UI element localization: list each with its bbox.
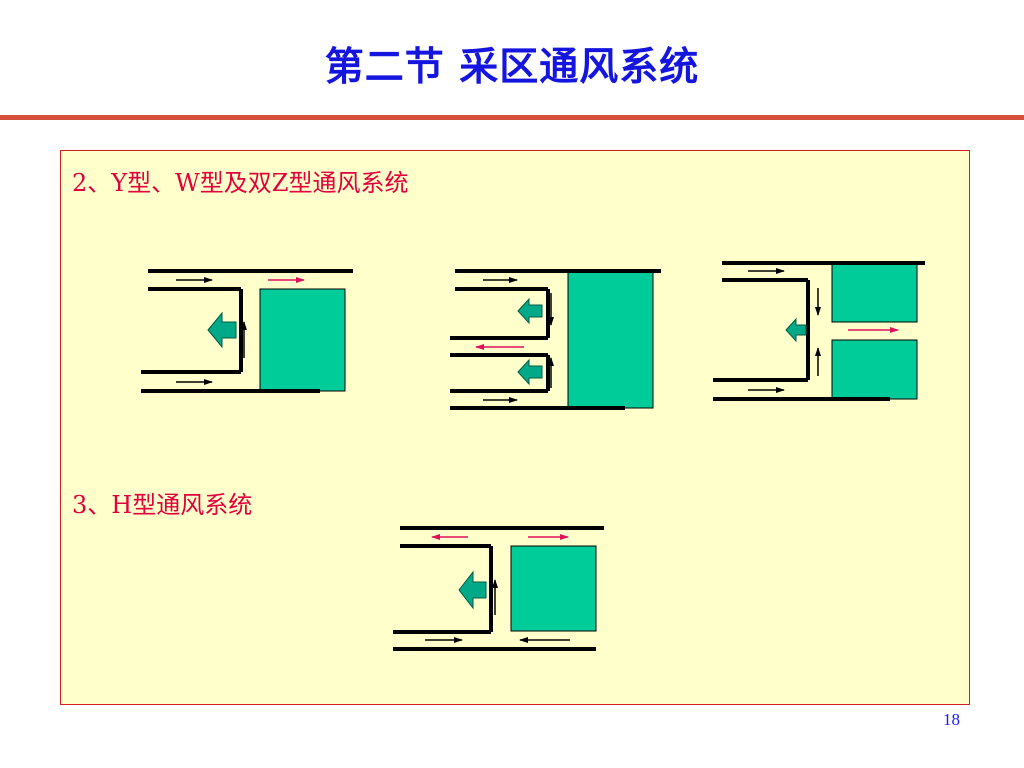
heading-y-w-double-z: 2、Y型、W型及双Z型通风系统 [72, 169, 409, 197]
goaf-block [259, 288, 346, 392]
diagram-double-z-type [713, 261, 925, 401]
block-arrow-icon [517, 297, 543, 325]
block-arrow-icon [517, 358, 543, 386]
block-arrow-icon [785, 317, 807, 343]
goaf-block [567, 271, 654, 409]
slide-title: 第二节 采区通风系统 [324, 45, 700, 90]
diagram-y-type [141, 269, 353, 393]
goaf-block [831, 262, 918, 323]
goaf-block [831, 339, 918, 400]
title-rule [0, 115, 1024, 120]
page-number: 18 [943, 710, 960, 729]
heading-h-type: 3、H型通风系统 [72, 491, 253, 519]
goaf-block [510, 545, 597, 632]
block-arrow-icon [458, 570, 487, 610]
block-arrow-icon [207, 311, 237, 349]
diagram-h-type [393, 526, 604, 651]
diagram-w-type [450, 269, 661, 410]
